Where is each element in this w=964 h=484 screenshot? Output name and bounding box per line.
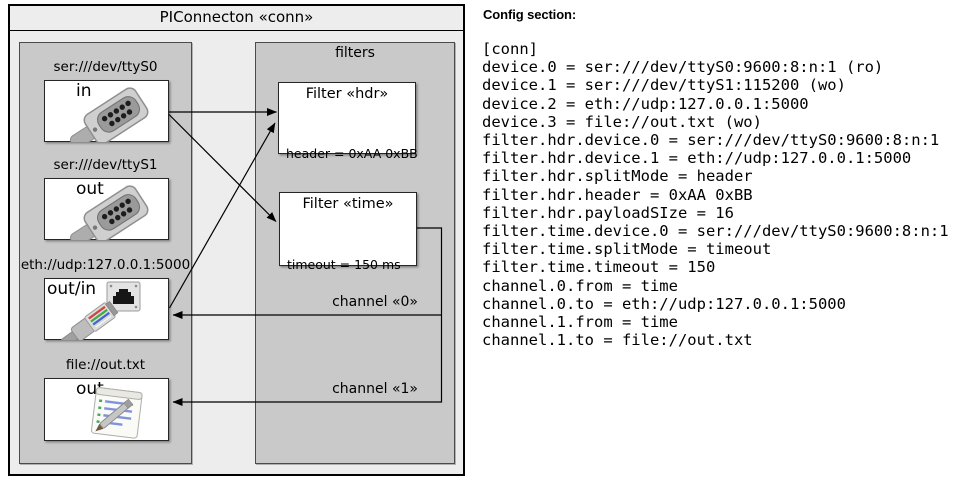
device-mode-file: out	[76, 379, 104, 399]
device-box-ttyS0	[44, 80, 169, 142]
device-box-file	[44, 378, 169, 441]
config-heading: Config section:	[483, 7, 577, 22]
filter-box-time: Filter «time» timeout = 150 ms	[279, 192, 417, 272]
filter-hdr-title: Filter «hdr»	[305, 86, 389, 102]
device-url-eth: eth://udp:127.0.0.1:5000	[20, 257, 191, 273]
channel-1-label: channel «1»	[332, 381, 418, 397]
device-box-ttyS1	[44, 178, 169, 240]
device-url-file: file://out.txt	[65, 357, 146, 373]
filters-panel-label: filters	[335, 45, 375, 61]
device-url-ttyS1: ser:///dev/ttyS1	[53, 157, 158, 173]
filter-time-prop-timeout: timeout = 150 ms	[287, 257, 401, 272]
title-separator-line	[10, 29, 463, 31]
connector-title: PIConnecton «conn»	[159, 8, 314, 26]
device-mode-ttyS0: in	[76, 81, 92, 101]
device-mode-eth: out/in	[47, 279, 97, 299]
config-text: [conn] device.0 = ser:///dev/ttyS0:9600:…	[482, 40, 949, 350]
filter-time-title: Filter «time»	[302, 196, 394, 212]
device-url-ttyS0: ser:///dev/ttyS0	[53, 59, 158, 75]
filter-hdr-prop-header: header = 0xAA 0xBB	[286, 146, 418, 161]
channel-0-label: channel «0»	[332, 294, 418, 310]
filter-box-hdr: Filter «hdr» header = 0xAA 0xBB payloadS…	[278, 82, 418, 208]
device-mode-ttyS1: out	[76, 179, 104, 199]
